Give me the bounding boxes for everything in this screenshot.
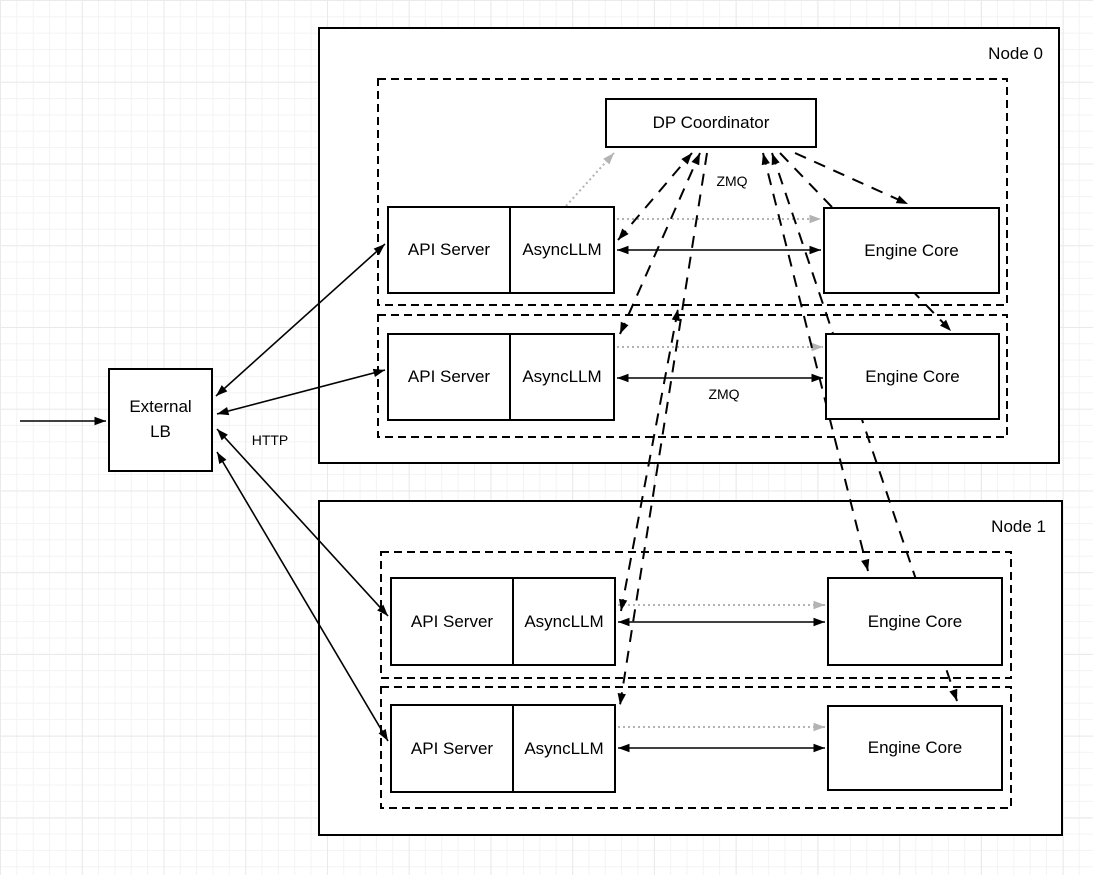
api-server-label: API Server — [407, 240, 491, 259]
asyncllm-cell: AsyncLLM — [511, 208, 613, 292]
api-asyncllm-box-node0-row2: API Server AsyncLLM — [387, 333, 615, 421]
api-asyncllm-box-node1-row1: API Server AsyncLLM — [390, 577, 616, 666]
api-asyncllm-box-node1-row2: API Server AsyncLLM — [390, 704, 616, 793]
asyncllm-cell: AsyncLLM — [514, 706, 614, 791]
engine-core-box-node1-row2: Engine Core — [827, 705, 1003, 791]
asyncllm-label: AsyncLLM — [524, 611, 604, 631]
external-lb-label-line2: LB — [150, 422, 171, 441]
asyncllm-cell: AsyncLLM — [511, 335, 613, 419]
engine-core-label: Engine Core — [864, 240, 959, 260]
engine-core-box-node0-row2: Engine Core — [825, 333, 1000, 420]
api-server-label: API Server — [410, 738, 494, 758]
api-server-label: API Server — [407, 367, 491, 386]
zmq-row-edge-label: ZMQ — [708, 386, 740, 402]
api-server-cell: API Server — [392, 706, 514, 791]
api-server-cell: API Server — [389, 208, 511, 292]
zmq-coordinator-edge-label: ZMQ — [716, 173, 748, 189]
dp-coordinator-box: DP Coordinator — [605, 98, 817, 148]
api-server-cell: API Server — [389, 335, 511, 419]
engine-core-label: Engine Core — [867, 611, 963, 631]
api-server-cell: API Server — [392, 579, 514, 664]
external-lb-label-line1: External — [129, 397, 192, 417]
engine-core-box-node1-row1: Engine Core — [827, 577, 1003, 666]
http-edge-label: HTTP — [251, 432, 289, 448]
asyncllm-label: AsyncLLM — [524, 738, 604, 758]
node1-label: Node 1 — [991, 517, 1046, 536]
engine-core-box-node0-row1: Engine Core — [823, 207, 1000, 294]
asyncllm-cell: AsyncLLM — [514, 579, 614, 664]
dp-coordinator-label: DP Coordinator — [652, 113, 770, 132]
asyncllm-label: AsyncLLM — [522, 367, 602, 386]
external-lb-box: External LB — [108, 368, 213, 472]
asyncllm-label: AsyncLLM — [522, 240, 602, 259]
engine-core-label: Engine Core — [865, 366, 960, 386]
api-server-label: API Server — [410, 611, 494, 631]
engine-core-label: Engine Core — [867, 738, 963, 757]
api-asyncllm-box-node0-row1: API Server AsyncLLM — [387, 206, 615, 294]
node0-label: Node 0 — [988, 44, 1043, 63]
